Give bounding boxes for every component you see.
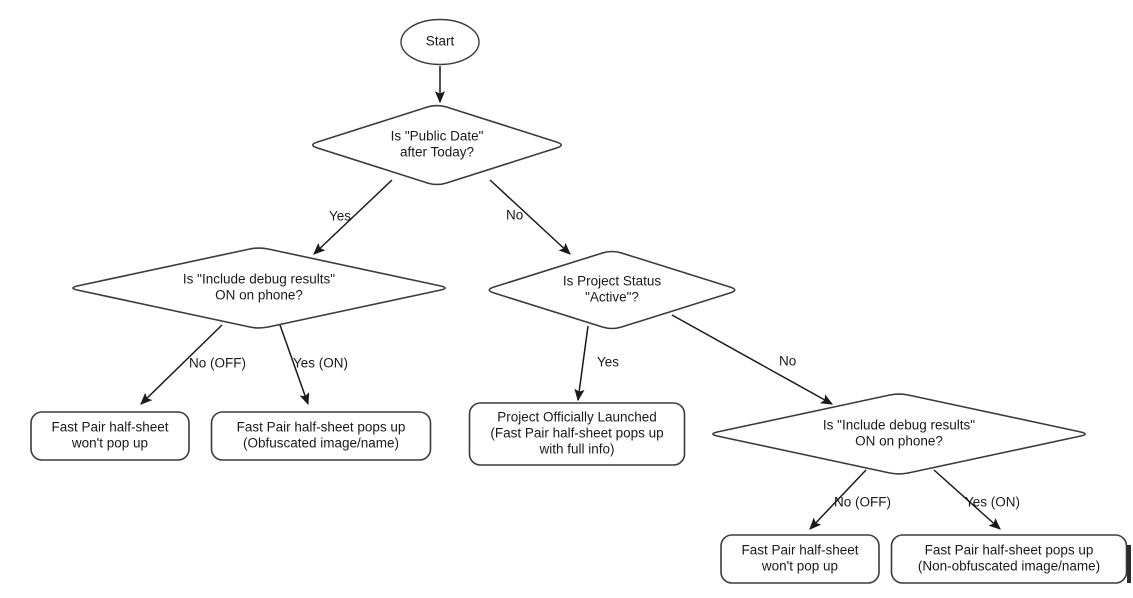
edge-label-debug-left-off: No (OFF) — [189, 356, 246, 371]
node-launched: Project Officially Launched(Fast Pair ha… — [468, 402, 686, 466]
node-label-line: won't pop up — [71, 436, 148, 451]
shape-rounded-rect — [468, 402, 686, 466]
shape-diamond — [712, 393, 1086, 475]
edge-label-debug-right-on: Yes (ON) — [965, 495, 1020, 510]
node-label-line: (Non-obfuscated image/name) — [918, 559, 1100, 574]
edge-label-debug-left-on: Yes (ON) — [293, 356, 348, 371]
nodes-layer: Start Is "Public Date"after Today? Is "Inc… — [30, 18, 1128, 584]
node-debug-left: Is "Include debug results"ON on phone? — [72, 247, 446, 329]
node-right-on-result: Fast Pair half-sheet pops up(Non-obfusca… — [890, 534, 1128, 584]
edge-public-date-yes — [313, 179, 393, 255]
node-label-line: Is "Public Date" — [391, 129, 484, 144]
node-label-line: ON on phone? — [855, 434, 943, 449]
edge-project-status-no — [671, 314, 834, 405]
edge-debug-left-on — [279, 324, 310, 406]
shape-oval — [400, 18, 480, 66]
edges-layer — [140, 66, 1001, 530]
node-label-line: (Fast Pair half-sheet pops up — [490, 426, 663, 441]
node-label-line: after Today? — [400, 145, 474, 160]
node-label-line: Is "Include debug results" — [183, 272, 335, 287]
edge-debug-right-on — [933, 469, 1001, 530]
edge-label-project-status-no: No — [779, 354, 796, 369]
edge-label-public-date-yes: Yes — [329, 209, 351, 224]
node-label-line: won't pop up — [761, 559, 838, 574]
node-label-line: Fast Pair half-sheet pops up — [237, 420, 406, 435]
shape-rounded-rect — [210, 411, 432, 461]
node-label-line: Is "Include debug results" — [823, 418, 975, 433]
node-label-line: (Obfuscated image/name) — [243, 436, 399, 451]
edge-label-public-date-no: No — [506, 208, 523, 223]
text-cursor-artifact — [1127, 545, 1131, 583]
shape-rounded-rect — [890, 534, 1128, 584]
shape-rounded-rect — [720, 534, 880, 584]
node-label-line: Fast Pair half-sheet — [51, 420, 168, 435]
node-label-line: "Active"? — [585, 290, 639, 305]
shape-diamond — [488, 250, 736, 330]
node-label-line: Fast Pair half-sheet — [741, 543, 858, 558]
node-label-line: ON on phone? — [215, 288, 303, 303]
node-label-line: Is Project Status — [563, 274, 662, 289]
node-label-line: Start — [426, 34, 455, 49]
edge-public-date-no — [489, 179, 571, 255]
node-left-on-result: Fast Pair half-sheet pops up(Obfuscated … — [210, 411, 432, 461]
edge-debug-right-off — [809, 469, 867, 530]
node-start: Start — [400, 18, 480, 66]
shape-rounded-rect — [30, 411, 190, 461]
edge-debug-left-off — [140, 324, 223, 405]
node-label-line: Fast Pair half-sheet pops up — [925, 543, 1094, 558]
edge-project-status-yes — [574, 325, 589, 402]
node-public-date: Is "Public Date"after Today? — [311, 104, 563, 186]
node-label-line: with full info) — [538, 442, 614, 457]
shape-diamond — [311, 104, 563, 186]
edge-label-debug-right-off: No (OFF) — [834, 495, 891, 510]
edge-label-project-status-yes: Yes — [597, 355, 619, 370]
node-label-line: Project Officially Launched — [497, 410, 657, 425]
node-debug-right: Is "Include debug results"ON on phone? — [712, 393, 1086, 475]
node-project-status: Is Project Status"Active"? — [488, 250, 736, 330]
shape-diamond — [72, 247, 446, 329]
